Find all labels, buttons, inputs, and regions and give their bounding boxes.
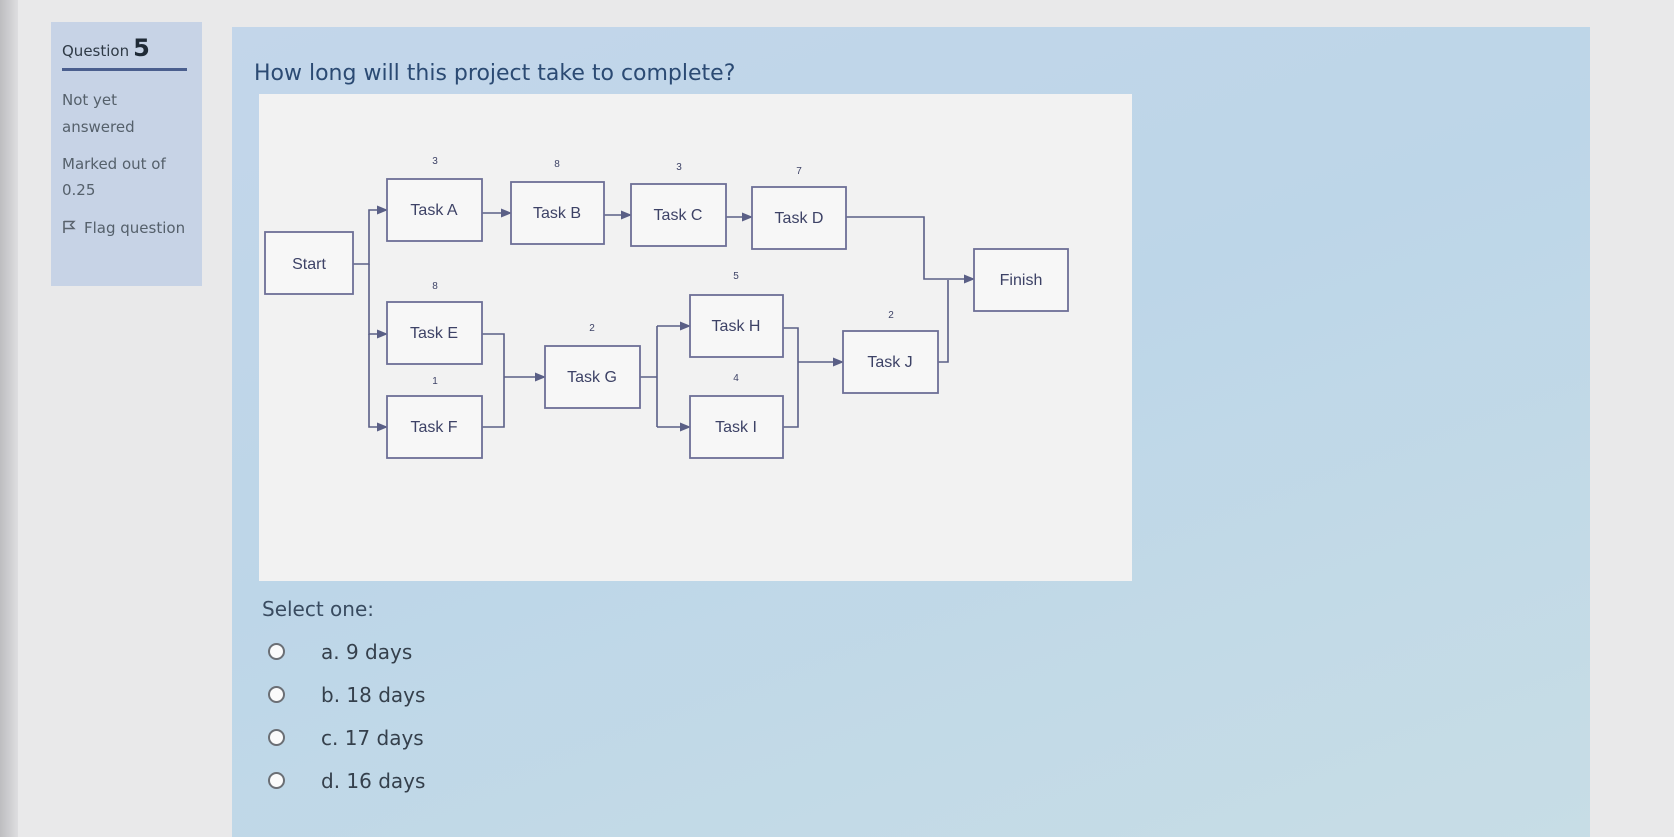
- node-task-f-box: [386, 395, 483, 459]
- question-grade: Marked out of 0.25: [62, 155, 166, 199]
- node-task-e-label: Task E: [410, 325, 458, 342]
- node-task-j-box: [842, 330, 939, 394]
- node-task-b-label: Task B: [533, 205, 581, 222]
- answer-option-a[interactable]: a. 9 days: [268, 630, 425, 673]
- answer-option-d[interactable]: d. 16 days: [268, 759, 425, 802]
- heading-divider: [62, 68, 187, 71]
- node-task-e-box: [386, 301, 483, 365]
- duration-task-d: 7: [796, 166, 802, 177]
- duration-task-j: 2: [888, 310, 894, 321]
- node-task-c-box: [630, 183, 727, 247]
- duration-task-a: 3: [432, 156, 438, 167]
- radio-button[interactable]: [268, 643, 285, 660]
- edge-h-i-join: [783, 327, 799, 428]
- duration-task-e: 8: [432, 281, 438, 292]
- radio-button[interactable]: [268, 729, 285, 746]
- node-task-h-box: [689, 294, 784, 358]
- edge-start-e: [368, 264, 389, 339]
- answer-options: a. 9 days b. 18 days c. 17 days d. 16 da…: [268, 630, 425, 802]
- node-task-i-box: [689, 395, 784, 459]
- question-text: How long will this project take to compl…: [254, 61, 736, 86]
- node-task-a-label: Task A: [410, 202, 457, 219]
- node-start-box: [264, 231, 354, 295]
- answer-option-label[interactable]: b. 18 days: [321, 682, 426, 707]
- node-task-d-box: [751, 186, 847, 250]
- radio-button[interactable]: [268, 772, 285, 789]
- node-task-i-label: Task I: [715, 419, 757, 436]
- answer-option-label[interactable]: c. 17 days: [321, 725, 424, 750]
- duration-task-c: 3: [676, 162, 682, 173]
- answer-option-c[interactable]: c. 17 days: [268, 716, 425, 759]
- project-network-diagram: Start Task A Task B Task C Task D Task E…: [259, 94, 1132, 581]
- question-info-panel: Question 5 Not yet answered Marked out o…: [51, 22, 202, 286]
- node-task-g-label: Task G: [567, 369, 617, 386]
- node-task-h-label: Task H: [712, 318, 761, 335]
- select-one-label: Select one:: [262, 597, 375, 621]
- radio-button[interactable]: [268, 686, 285, 703]
- node-finish-label: Finish: [1000, 272, 1043, 289]
- answer-option-label[interactable]: d. 16 days: [321, 768, 426, 793]
- node-task-d-label: Task D: [775, 210, 824, 227]
- node-task-b-box: [510, 181, 605, 245]
- question-label: Question: [62, 42, 130, 60]
- flag-question-label: Flag question: [84, 219, 186, 237]
- node-task-a-box: [386, 178, 483, 242]
- question-number: 5: [133, 34, 150, 62]
- node-task-j-label: Task J: [867, 354, 912, 371]
- flag-icon: [63, 220, 76, 233]
- node-task-f-label: Task F: [410, 419, 457, 436]
- node-finish-box: [973, 248, 1069, 312]
- screen-left-edge: [0, 0, 18, 837]
- duration-task-b: 8: [554, 159, 560, 170]
- node-start-label: Start: [292, 256, 326, 273]
- duration-task-g: 2: [589, 323, 595, 334]
- node-task-g-box: [544, 345, 641, 409]
- answer-option-label[interactable]: a. 9 days: [321, 639, 413, 664]
- question-heading: Question 5: [62, 34, 192, 62]
- edge-j-finish: [938, 280, 949, 363]
- edge-e-f-join: [482, 333, 505, 428]
- edge-start-f: [368, 334, 389, 432]
- duration-task-f: 1: [432, 376, 438, 387]
- network-diagram-svg: Start Task A Task B Task C Task D Task E…: [264, 156, 1069, 459]
- answer-option-b[interactable]: b. 18 days: [268, 673, 425, 716]
- flag-question-link[interactable]: Flag question: [62, 215, 192, 241]
- duration-task-h: 5: [733, 271, 739, 282]
- question-state: Not yet answered: [62, 91, 135, 136]
- question-content-panel: How long will this project take to compl…: [232, 27, 1590, 837]
- node-task-c-label: Task C: [654, 207, 703, 224]
- edge-start-a: [353, 205, 389, 265]
- edge-d-finish: [846, 216, 976, 284]
- duration-task-i: 4: [733, 373, 739, 384]
